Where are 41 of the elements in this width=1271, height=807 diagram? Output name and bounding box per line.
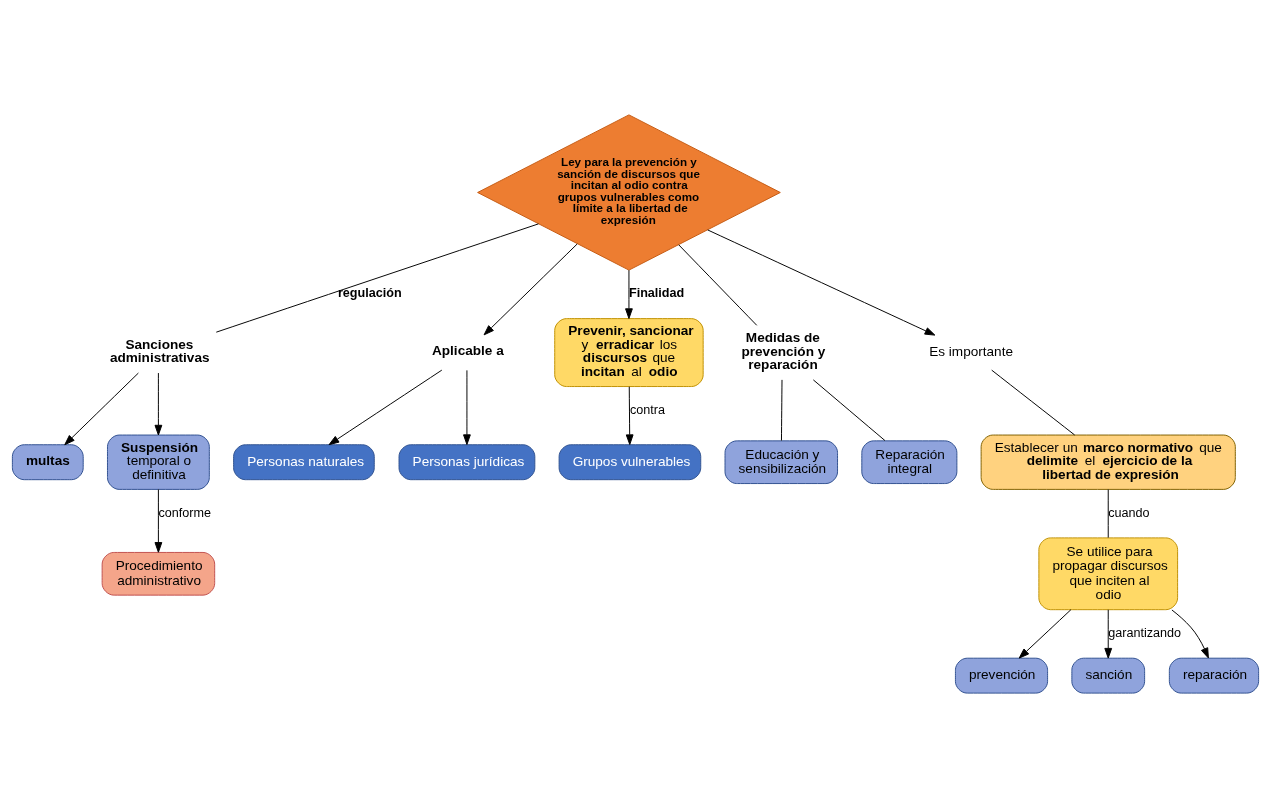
node-diamond: Ley para la prevención y sanción de discursos que incitan al odio contra grupos vulnerables como límite a la libertad de expresión — [477, 113, 781, 271]
node-box: Suspensión temporal o definitiva — [107, 434, 210, 490]
node-text: Sanciones administrativas — [109, 336, 210, 365]
connector — [812, 378, 886, 441]
arrow — [625, 269, 633, 319]
arrow — [1018, 608, 1072, 659]
arrow — [64, 372, 139, 445]
connector — [1107, 488, 1109, 538]
node-box: Se utilice para propagar discursos que inciten al odio — [1038, 536, 1179, 610]
arrow — [707, 228, 936, 336]
node-box: Prevenir, sancionar y erradicar los discursos que incitan al odio — [554, 317, 704, 387]
node-box: Establecer un marco normativo que delimite el ejercicio de la libertad de expresión — [980, 434, 1236, 490]
edge-label: Finalidad — [628, 285, 685, 300]
connector — [678, 243, 758, 326]
node-box: reparación — [1168, 657, 1260, 694]
edge-label: regulación — [337, 285, 402, 300]
node-text: Aplicable a — [432, 342, 504, 358]
edge-label: contra — [629, 402, 665, 417]
arrow — [1171, 609, 1209, 658]
node-box: sanción — [1071, 657, 1146, 694]
connector — [991, 369, 1076, 435]
node-box: Personas naturales — [233, 443, 375, 480]
node-box: multas — [11, 443, 84, 480]
arrow — [328, 369, 443, 445]
node-text: Medidas de prevención y reparación — [741, 329, 826, 372]
edge-label: conforme — [158, 505, 211, 520]
arrow — [463, 369, 471, 445]
arrow — [154, 488, 163, 553]
connector — [215, 222, 539, 333]
node-box: Personas jurídicas — [398, 443, 536, 480]
arrow — [625, 385, 634, 445]
arrow — [1104, 608, 1113, 659]
node-text: Es importante — [929, 343, 1014, 359]
node-box: Reparación integral — [861, 439, 958, 484]
node-box: Grupos vulnerables — [558, 443, 702, 480]
arrow — [154, 372, 163, 435]
node-box: prevención — [954, 657, 1049, 694]
node-box: Procedimiento administrativo — [101, 551, 216, 596]
arrow — [483, 242, 578, 335]
connector — [780, 378, 783, 441]
node-box: Educación y sensibilización — [724, 439, 839, 484]
